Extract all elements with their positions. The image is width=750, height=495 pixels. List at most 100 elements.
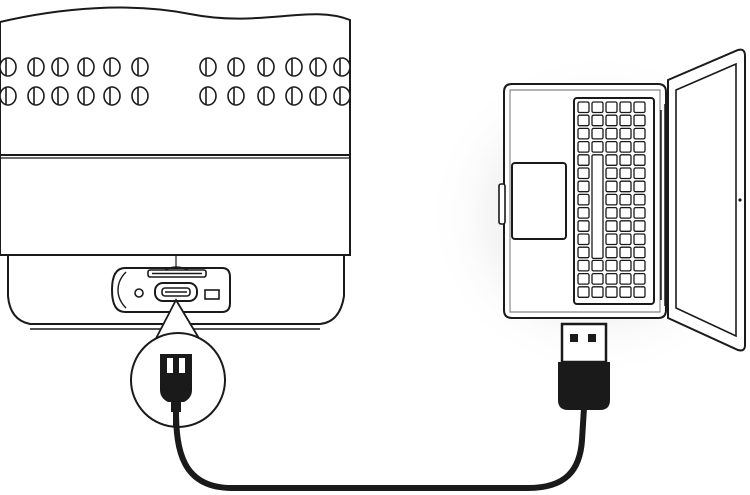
keyboard-key (605, 246, 618, 259)
keyboard-key (633, 193, 646, 206)
grille-hole (131, 57, 149, 77)
keyboard-key (633, 127, 646, 140)
keyboard-key (591, 101, 604, 114)
keyboard-key (577, 246, 590, 259)
keyboard-key (577, 233, 590, 246)
keyboard-key (605, 114, 618, 127)
keyboard-key (619, 286, 632, 298)
keyboard-key (577, 140, 590, 153)
grille-hole (333, 57, 351, 77)
grille-hole (257, 86, 275, 106)
keyboard-key (619, 167, 632, 180)
keyboard-key (591, 127, 604, 140)
keyboard-key (619, 206, 632, 219)
keyboard-key (619, 220, 632, 232)
keyboard-key (591, 140, 604, 153)
keyboard-key (577, 206, 590, 219)
grille-hole (0, 86, 17, 106)
usb-a-plug-icon (558, 322, 610, 410)
keyboard-key (605, 154, 618, 166)
keyboard-key (577, 180, 590, 193)
indicator-light-icon (134, 288, 144, 298)
grille-hole (131, 86, 149, 106)
keyboard-key (605, 220, 618, 232)
keyboard-key (633, 114, 646, 127)
keyboard-key (605, 140, 618, 153)
grille-hole (257, 57, 275, 77)
keyboard-key (605, 193, 618, 206)
keyboard-key (619, 180, 632, 193)
keyboard-key (619, 140, 632, 153)
grille-hole (103, 86, 121, 106)
grille-hole (199, 57, 217, 77)
keyboard-key (619, 233, 632, 246)
keyboard-key (577, 101, 590, 114)
keyboard-key (619, 259, 632, 272)
keyboard-key (591, 272, 604, 285)
keyboard-key (633, 286, 646, 298)
grille-hole (227, 86, 245, 106)
keyboard-key (605, 272, 618, 285)
keyboard-key (605, 180, 618, 193)
keyboard-key (577, 272, 590, 285)
speaker-middle-band (0, 154, 351, 256)
keyboard-key (577, 193, 590, 206)
keyboard-key (605, 259, 618, 272)
keyboard-key (619, 272, 632, 285)
grille-hole (333, 86, 351, 106)
speaker-grille-holes (0, 57, 351, 106)
speaker-port-panel (110, 266, 231, 313)
keyboard-key (605, 101, 618, 114)
grille-hole (227, 57, 245, 77)
grille-hole (309, 57, 327, 77)
keyboard-key (633, 140, 646, 153)
grille-hole (309, 86, 327, 106)
keyboard-key (633, 180, 646, 193)
switch-icon (204, 289, 220, 300)
keyboard-key (633, 101, 646, 114)
keyboard-key (633, 167, 646, 180)
laptop-trackpad (511, 162, 567, 240)
grille-hole (199, 86, 217, 106)
grille-hole (77, 57, 95, 77)
keyboard-key (633, 206, 646, 219)
grille-hole (77, 86, 95, 106)
keyboard-key (591, 286, 604, 298)
grille-hole (285, 57, 303, 77)
laptop-icon (498, 48, 746, 352)
grille-hole (51, 86, 69, 106)
grille-hole (27, 57, 45, 77)
keyboard-spacebar (591, 154, 604, 260)
keyboard-key (619, 101, 632, 114)
keyboard-key (605, 127, 618, 140)
keyboard-key (619, 246, 632, 259)
keyboard-key (605, 233, 618, 246)
sd-card-slot-icon (147, 266, 207, 278)
grille-hole (27, 86, 45, 106)
keyboard-key (633, 272, 646, 285)
keyboard-key (633, 233, 646, 246)
laptop-screen (667, 48, 746, 352)
keyboard-key (619, 193, 632, 206)
keyboard-key (577, 167, 590, 180)
keyboard-key (633, 220, 646, 232)
keyboard-key (577, 154, 590, 166)
grille-hole (51, 57, 69, 77)
keyboard-key (619, 127, 632, 140)
keyboard-key (633, 154, 646, 166)
keyboard-key (605, 286, 618, 298)
keyboard-key (577, 259, 590, 272)
micro-usb-port-icon (154, 282, 198, 302)
keyboard-keys (577, 101, 646, 298)
keyboard-key (591, 259, 604, 272)
speaker-grille-band (0, 6, 351, 156)
magnified-connector (130, 298, 226, 428)
keyboard-key (605, 206, 618, 219)
keyboard-key (577, 127, 590, 140)
grille-hole (0, 57, 17, 77)
keyboard-key (619, 114, 632, 127)
keyboard-key (605, 167, 618, 180)
keyboard-key (633, 246, 646, 259)
